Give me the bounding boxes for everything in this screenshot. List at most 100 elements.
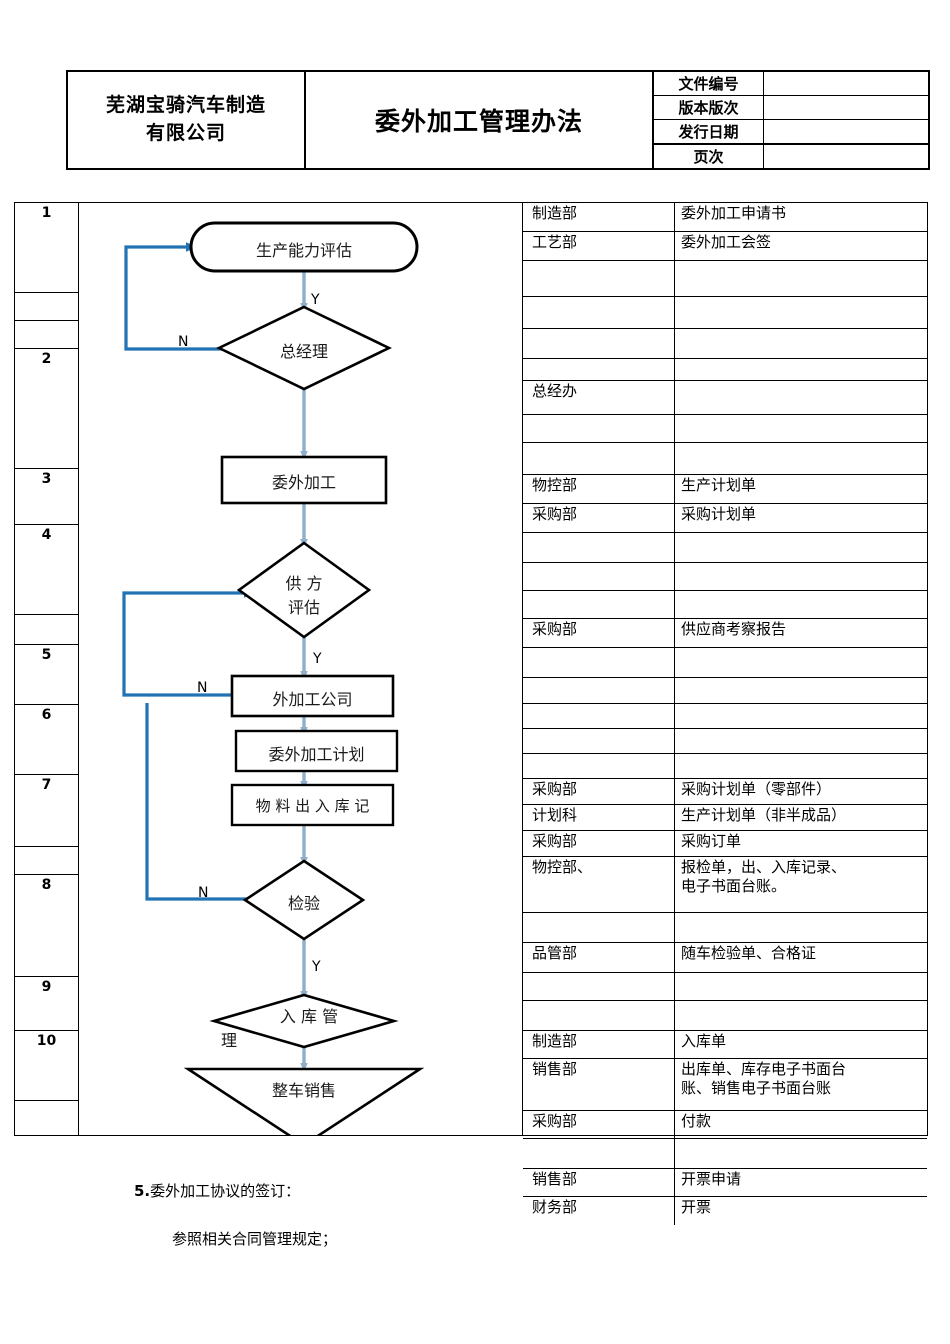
department-cell: 销售部 — [523, 1059, 675, 1110]
meta-row-doc-number: 文件编号 — [654, 72, 928, 96]
department-cell: 采购部 — [523, 1111, 675, 1138]
department-document-columns: 制造部委外加工申请书工艺部委外加工会签总经办物控部生产计划单采购部采购计划单采购… — [523, 203, 927, 1225]
meta-value-page[interactable] — [764, 145, 928, 168]
meta-value-issue-date[interactable] — [764, 120, 928, 143]
flow-node-label-n3: 委外加工 — [271, 473, 336, 492]
table-row: 财务部开票 — [523, 1197, 927, 1225]
document-cell: 开票 — [681, 1198, 712, 1216]
department-cell: 制造部 — [523, 203, 675, 231]
document-cell: 随车检验单、合格证 — [681, 944, 817, 962]
document-cell — [675, 1139, 927, 1168]
header-meta-table: 文件编号 版本版次 发行日期 页次 — [654, 72, 928, 168]
document-cell: 采购计划单 — [681, 505, 757, 523]
department-cell — [523, 1001, 675, 1030]
flow-edge-label-y1: Y — [311, 292, 320, 308]
step-number-cell: 9 — [15, 977, 78, 1031]
flow-node-label-n2: 总经理 — [279, 342, 328, 361]
flow-node-label-n9-line2: 理 — [221, 1031, 238, 1050]
step-number-cell: 2 — [15, 349, 78, 469]
table-row — [523, 415, 927, 443]
document-cell — [675, 704, 927, 728]
step-number-cell — [15, 615, 78, 645]
table-row: 采购部采购订单 — [523, 831, 927, 857]
department-cell — [523, 1139, 675, 1168]
flow-edge-label-n1: N — [178, 334, 189, 350]
document-cell: 入库单 — [681, 1032, 727, 1050]
document-cell — [675, 913, 927, 942]
flow-node-label-n6: 委外加工计划 — [268, 745, 365, 764]
department-cell — [523, 359, 675, 380]
note-item-number: 5. — [134, 1182, 151, 1200]
table-row — [523, 678, 927, 704]
document-cell: 委外加工申请书 — [681, 204, 787, 222]
document-cell — [675, 973, 927, 1000]
document-cell: 出库单、库存电子书面台账、销售电子书面台账 — [681, 1060, 847, 1098]
table-row: 工艺部委外加工会签 — [523, 232, 927, 261]
document-cell: 采购计划单（零部件） — [681, 780, 832, 798]
table-row: 采购部供应商考察报告 — [523, 619, 927, 648]
table-row: 销售部开票申请 — [523, 1169, 927, 1197]
flowchart-diagram — [122, 221, 425, 1135]
document-cell — [675, 591, 927, 618]
department-cell: 物控部 — [523, 475, 675, 503]
flow-node-label-n1: 生产能力评估 — [255, 241, 352, 260]
document-cell: 委外加工会签 — [681, 233, 772, 251]
flow-edge-label-y3: Y — [312, 959, 321, 975]
document-cell: 生产计划单 — [681, 476, 757, 494]
flow-node-label-n5: 外加工公司 — [272, 690, 353, 709]
step-number-cell: 3 — [15, 469, 78, 525]
flow-edge-label-y2: Y — [313, 651, 322, 667]
table-row — [523, 704, 927, 729]
department-cell: 品管部 — [523, 943, 675, 972]
table-row — [523, 329, 927, 359]
department-cell — [523, 704, 675, 728]
meta-value-doc-number[interactable] — [764, 72, 928, 95]
table-row: 物控部生产计划单 — [523, 475, 927, 504]
meta-label-issue-date: 发行日期 — [654, 120, 764, 143]
table-row — [523, 1139, 927, 1169]
step-number-cell: 5 — [15, 645, 78, 705]
document-title: 委外加工管理办法 — [306, 72, 654, 168]
department-cell: 财务部 — [523, 1197, 675, 1225]
meta-label-version: 版本版次 — [654, 96, 764, 119]
document-cell — [675, 415, 927, 442]
document-cell — [675, 329, 927, 358]
department-cell — [523, 913, 675, 942]
department-cell — [523, 563, 675, 590]
table-row — [523, 754, 927, 779]
meta-row-version: 版本版次 — [654, 96, 928, 120]
meta-label-page: 页次 — [654, 145, 764, 168]
department-cell: 采购部 — [523, 831, 675, 856]
flow-node-label-n10: 整车销售 — [271, 1081, 336, 1100]
document-header: 芜湖宝骑汽车制造 有限公司 委外加工管理办法 文件编号 版本版次 发行日期 页次 — [66, 70, 930, 170]
document-cell — [675, 1001, 927, 1030]
document-cell: 供应商考察报告 — [681, 620, 787, 638]
department-cell: 采购部 — [523, 504, 675, 532]
step-number-cell: 1 — [15, 203, 78, 293]
table-row — [523, 563, 927, 591]
department-cell: 计划科 — [523, 805, 675, 830]
meta-row-page: 页次 — [654, 145, 928, 168]
step-number-cell: 8 — [15, 875, 78, 977]
department-cell: 物控部、 — [523, 857, 675, 912]
table-row: 品管部随车检验单、合格证 — [523, 943, 927, 973]
document-cell: 采购订单 — [681, 832, 742, 850]
company-name-line2: 有限公司 — [145, 122, 226, 144]
department-cell — [523, 591, 675, 618]
note-item-text: 委外加工协议的签订： — [150, 1182, 301, 1200]
table-row: 物控部、报检单，出、入库记录、电子书面台账。 — [523, 857, 927, 913]
meta-value-version[interactable] — [764, 96, 928, 119]
step-number-cell — [15, 293, 78, 321]
department-cell: 工艺部 — [523, 232, 675, 260]
flow-edge-label-n2: N — [197, 680, 208, 696]
table-row — [523, 443, 927, 475]
document-cell — [675, 533, 927, 562]
step-number-cell: 10 — [15, 1031, 78, 1101]
table-row — [523, 648, 927, 678]
company-name-cell: 芜湖宝骑汽车制造 有限公司 — [68, 72, 306, 168]
table-row — [523, 533, 927, 563]
department-cell — [523, 329, 675, 358]
